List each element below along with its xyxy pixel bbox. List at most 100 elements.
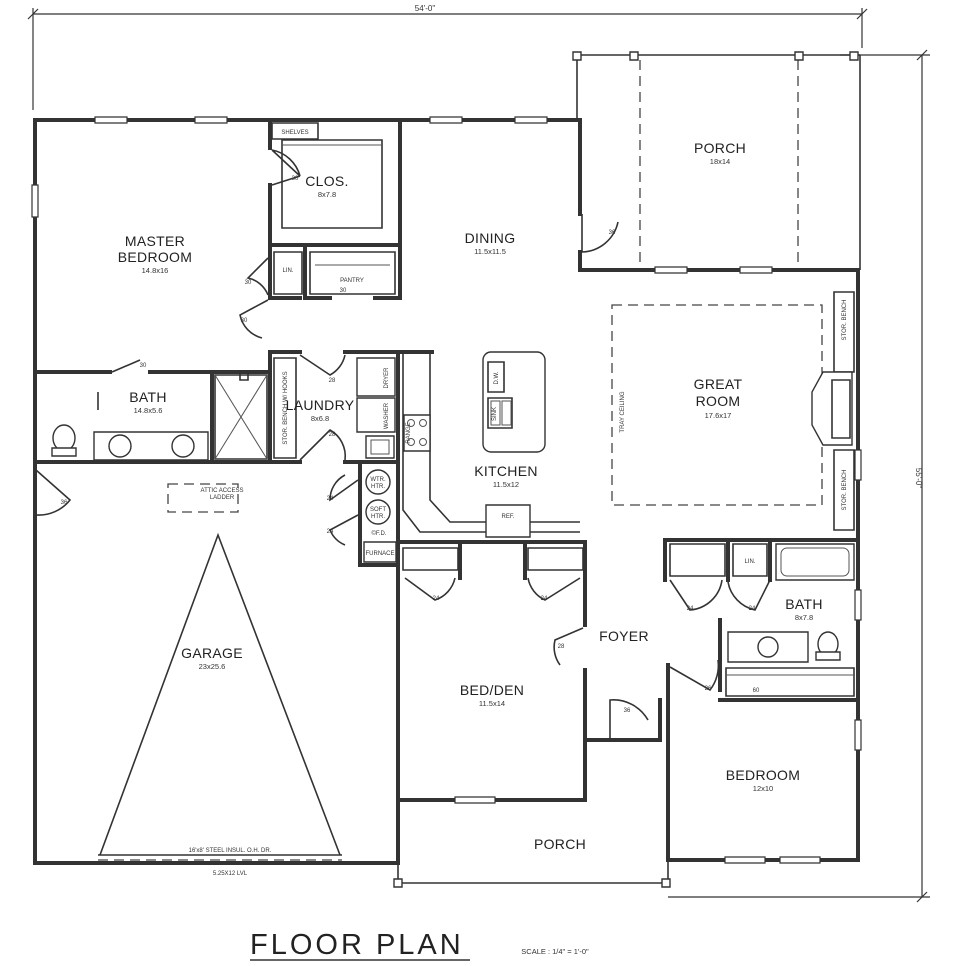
bath2-door-tag: 24 <box>749 606 756 612</box>
range-label: RANGE <box>406 422 412 443</box>
den-closet-tag-2: 24 <box>541 596 548 602</box>
mech-door-swing-2 <box>330 515 358 545</box>
mech-door-tag-2: 24 <box>327 529 334 535</box>
dryer-label: DRYER <box>384 367 390 389</box>
garage-details: ATTIC ACCESS LADDER 16'x8' STEEL INSUL. … <box>98 484 342 877</box>
attic-line2: LADDER <box>210 495 235 501</box>
kitchen-size: 11.5x12 <box>493 480 519 489</box>
bed-den-size: 11.5x14 <box>479 699 505 708</box>
tray-ceiling-label: TRAY CEILING <box>620 391 626 432</box>
master-bedroom-label-2: BEDROOM <box>118 249 192 265</box>
garage-door-tag: 36 <box>61 500 68 506</box>
porch-rear-size: 18x14 <box>710 157 730 166</box>
laundry-door-tag: 28 <box>329 378 336 384</box>
mech-door-swing <box>330 475 358 500</box>
front-door-swing <box>610 700 648 740</box>
great-room-details: TRAY CEILING STOR. BENCH STOR. BENCH <box>612 292 854 530</box>
scale-label: SCALE : 1/4" = 1'-0" <box>521 947 589 956</box>
bath2-size: 8x7.8 <box>795 613 813 622</box>
laundry-door-swing <box>300 355 345 375</box>
porch-rear-label: PORCH <box>694 140 746 156</box>
bed-den-door-swing <box>554 628 583 665</box>
bath2-label: BATH <box>785 596 823 612</box>
foyer-label: FOYER <box>599 628 649 644</box>
den-door-tag: 28 <box>558 644 565 650</box>
width-dimension: 54'-0" <box>28 4 867 110</box>
bed-den-label: BED/DEN <box>460 682 524 698</box>
soft-line1: SOFT <box>370 507 386 513</box>
dining-label: DINING <box>465 230 516 246</box>
den-closet-tag: 24 <box>433 596 440 602</box>
closet-door-tag: 30 <box>292 176 299 182</box>
bath2-fixtures: LIN. <box>670 544 854 696</box>
pantry-label: PANTRY <box>340 278 364 284</box>
exterior-walls <box>35 120 858 863</box>
great-room-label-2: ROOM <box>696 393 741 409</box>
master-bedroom-size: 14.8x16 <box>142 266 169 275</box>
bedroom-door-swing <box>670 660 718 690</box>
garage-size: 23x25.6 <box>199 662 226 671</box>
rear-porch-structure <box>573 52 860 270</box>
washer-label: WASHER <box>384 402 390 429</box>
interior-walls <box>35 120 858 740</box>
windows <box>32 117 861 863</box>
garage-label: GARAGE <box>181 645 243 661</box>
closet-label: CLOS. <box>305 173 349 189</box>
bench-great-bottom-label: STOR. BENCH <box>842 470 848 511</box>
front-porch-structure <box>394 860 670 887</box>
dw-label: D.W. <box>494 371 500 384</box>
master-door-tag: 30 <box>241 318 248 324</box>
attic-line1: ATTIC ACCESS <box>201 488 244 494</box>
closet-door-swing <box>272 150 300 176</box>
laundry-door-swing-2 <box>300 430 345 460</box>
bedroom-size: 12x10 <box>753 784 773 793</box>
bedroom-door-tag: 26 <box>705 686 712 692</box>
master-bedroom-label-1: MASTER <box>125 233 185 249</box>
laundry-door-tag-2: 28 <box>329 432 336 438</box>
front-door-tag: 36 <box>624 708 631 714</box>
great-room-size: 17.6x17 <box>705 411 732 420</box>
rear-door-tag: 36 <box>609 230 616 236</box>
laundry-bench-label: STOR. BENCH W/ HOOKS <box>283 371 289 444</box>
garage-door-swing <box>36 470 70 515</box>
laundry-fixtures: STOR. BENCH W/ HOOKS DRYER WASHER <box>274 358 395 458</box>
fd-label: ©F.D. <box>371 530 386 537</box>
wtr-line1: WTR. <box>370 477 386 483</box>
rear-door-swing <box>582 214 618 252</box>
depth-dimension-label: 55'-0" <box>914 468 923 489</box>
linen-door-tag: 30 <box>245 280 252 286</box>
sink-label: SINK <box>492 407 498 421</box>
linen-master-label: LIN. <box>282 268 293 274</box>
bath-door-tag: 30 <box>140 363 147 369</box>
dining-size: 11.5x11.5 <box>474 247 506 256</box>
laundry-size: 8x6.8 <box>311 414 329 423</box>
mech-door-tag: 24 <box>327 496 334 502</box>
porch-front-label: PORCH <box>534 836 586 852</box>
wtr-line2: HTR. <box>371 484 385 490</box>
bench-great-top-label: STOR. BENCH <box>842 300 848 341</box>
bath2-closet-tag: 24 <box>687 606 694 612</box>
bedroom-label: BEDROOM <box>726 767 800 783</box>
great-room-label-1: GREAT <box>694 376 743 392</box>
ref-label: REF. <box>501 514 514 520</box>
master-bath-label: BATH <box>129 389 167 405</box>
kitchen-label: KITCHEN <box>474 463 538 479</box>
tub-tag: 60 <box>753 688 760 694</box>
pantry-door-tag: 30 <box>340 288 347 294</box>
plan-title: FLOOR PLAN <box>250 929 464 961</box>
master-bath-size: 14.8x5.6 <box>134 406 163 415</box>
closet-size: 8x7.8 <box>318 190 336 199</box>
soft-line2: HTR. <box>371 514 385 520</box>
linen-door-swing <box>248 258 268 295</box>
master-door-swing <box>240 300 268 338</box>
garage-door-label: 16'x8' STEEL INSUL. O.H. DR. <box>189 848 272 854</box>
laundry-label: LAUNDRY <box>286 397 355 413</box>
width-dimension-label: 54'-0" <box>415 4 436 13</box>
furnace-label: FURNACE <box>365 551 394 557</box>
header-label: 5.25X12 LVL <box>213 871 248 877</box>
linen-hall-label: LIN. <box>744 559 755 565</box>
shelves-label: SHELVES <box>281 130 308 136</box>
mechanical-fixtures: WTR. HTR. SOFT HTR. ©F.D. FURNACE <box>364 470 396 562</box>
bed-den-closets <box>403 548 583 600</box>
